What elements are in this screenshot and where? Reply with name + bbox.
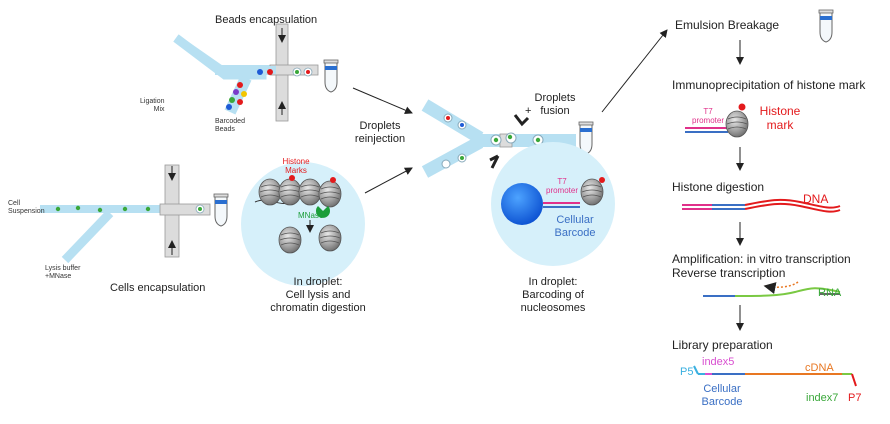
mnase-label: MNase (298, 211, 324, 220)
beads-chip (173, 23, 339, 122)
histone-marks-line1: Histone (282, 157, 310, 166)
lysis-caption-line2: Cell lysis and (285, 289, 351, 302)
library-barcode-line1: Cellular (703, 383, 741, 395)
t7-ip-line1: T7 (703, 107, 713, 116)
svg-text:+: + (525, 105, 531, 117)
barcoding-caption-line2: Barcoding of (522, 289, 584, 302)
barcoding-caption-line3: nucleosomes (520, 302, 586, 315)
droplets-reinjection-line1: Droplets (359, 120, 401, 132)
rna-label: RNA (818, 287, 842, 299)
reverse-transcription-label: Reverse transcription (672, 266, 786, 280)
index5-label: index5 (702, 356, 735, 368)
lysis-caption-line1: In droplet: (293, 276, 343, 288)
barcoding-caption-line1: In droplet: (528, 276, 578, 288)
histone-marks-line2: Marks (285, 165, 307, 175)
cell-suspension-line1: Cell (8, 200, 21, 207)
dna-graphic (682, 198, 841, 213)
beads-encapsulation-label: Beads encapsulation (215, 14, 318, 26)
p7-label: P7 (848, 392, 862, 404)
t7-ip-line2: promoter (691, 115, 725, 125)
library-barcode-line2: Barcode (701, 396, 743, 409)
rna-graphic (703, 281, 841, 297)
fusion-chip: + (421, 99, 594, 178)
dna-label: DNA (803, 192, 829, 206)
lysis-droplet (241, 162, 365, 286)
droplets-reinjection-line2: reinjection (354, 133, 406, 146)
immunoprecipitation-label: Immunoprecipitation of histone mark (672, 78, 866, 92)
ligation-mix-line2: Mix (153, 105, 165, 113)
lysis-buffer-line2: +MNase (45, 272, 72, 280)
barcoded-beads-line1: Barcoded (215, 118, 245, 125)
amplification-label: Amplification: in vitro transcription (672, 252, 851, 266)
cell-suspension-line2: Suspension (8, 207, 45, 215)
histone-digestion-label: Histone digestion (672, 180, 765, 194)
lysis-caption-line3: chromatin digestion (270, 302, 366, 315)
emulsion-breakage-label: Emulsion Breakage (675, 18, 780, 32)
library-graphic (693, 365, 857, 387)
p5-label: P5 (680, 366, 694, 378)
ip-graphic (685, 103, 749, 138)
droplets-fusion-line2: fusion (540, 105, 570, 118)
cells-encapsulation-label: Cells encapsulation (110, 282, 206, 294)
cells-chip (40, 164, 229, 264)
droplets-fusion-line1: Droplets (534, 92, 576, 104)
t7-droplet-line2: promoter (545, 185, 579, 195)
lysis-buffer-line1: Lysis buffer (45, 265, 81, 272)
library-preparation-label: Library preparation (672, 338, 773, 352)
cdna-label: cDNA (805, 362, 834, 374)
index7-label: index7 (806, 392, 839, 404)
barcoding-droplet (491, 142, 615, 266)
cellular-barcode-line1: Cellular (556, 214, 594, 226)
histone-mark-line2: mark (766, 118, 794, 133)
barcoded-beads-line2: Beads (215, 125, 235, 133)
ligation-mix-line1: Ligation (140, 98, 165, 105)
t7-droplet-line1: T7 (557, 177, 567, 186)
histone-mark-line1: Histone (759, 104, 801, 118)
cellular-barcode-line2: Barcode (554, 227, 596, 240)
lysis-buffer-label: Lysis buffer+MNase (45, 265, 80, 280)
